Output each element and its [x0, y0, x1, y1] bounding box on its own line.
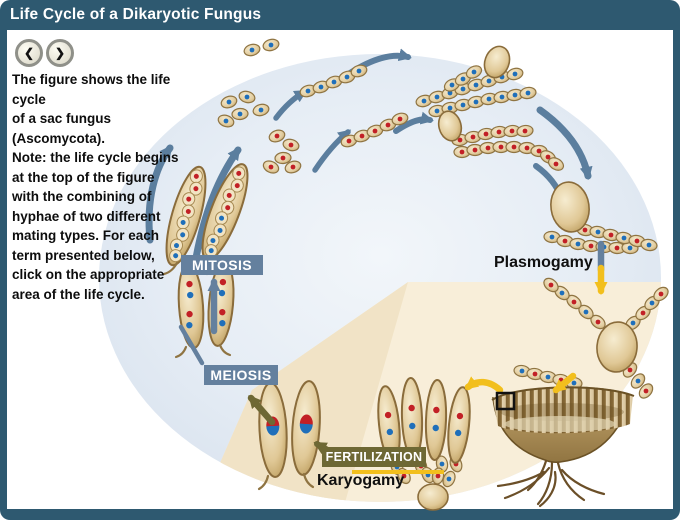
- title-bar: Life Cycle of a Dikaryotic Fungus: [0, 0, 680, 30]
- label-mitosis[interactable]: MITOSIS: [181, 255, 263, 275]
- label-meiosis[interactable]: MEIOSIS: [204, 365, 278, 385]
- stage-ascospores-and-hyphae[interactable]: [217, 38, 671, 510]
- label-fertilization[interactable]: FERTILIZATION: [322, 447, 426, 467]
- stage-plasmogamy-cell[interactable]: [435, 43, 639, 374]
- instruction-text: The figure shows the life cycle of a sac…: [12, 72, 179, 302]
- next-button[interactable]: ❯: [46, 39, 74, 67]
- nav-buttons: ❮ ❯: [15, 39, 74, 67]
- stage-transition-arrows: [207, 240, 608, 456]
- magnified-area-box[interactable]: [495, 391, 516, 411]
- prev-button[interactable]: ❮: [15, 39, 43, 67]
- page-title: Life Cycle of a Dikaryotic Fungus: [10, 6, 262, 23]
- stage-mitosis-asci[interactable]: [158, 159, 256, 276]
- fertilization-underline: [352, 470, 444, 474]
- stage-forming-asci[interactable]: [375, 377, 473, 511]
- stage-ascocarp[interactable]: [491, 386, 635, 508]
- label-karyogamy[interactable]: Karyogamy: [317, 472, 405, 489]
- label-plasmogamy[interactable]: Plasmogamy: [494, 254, 593, 271]
- stage-karyogamy-asci[interactable]: [257, 380, 323, 491]
